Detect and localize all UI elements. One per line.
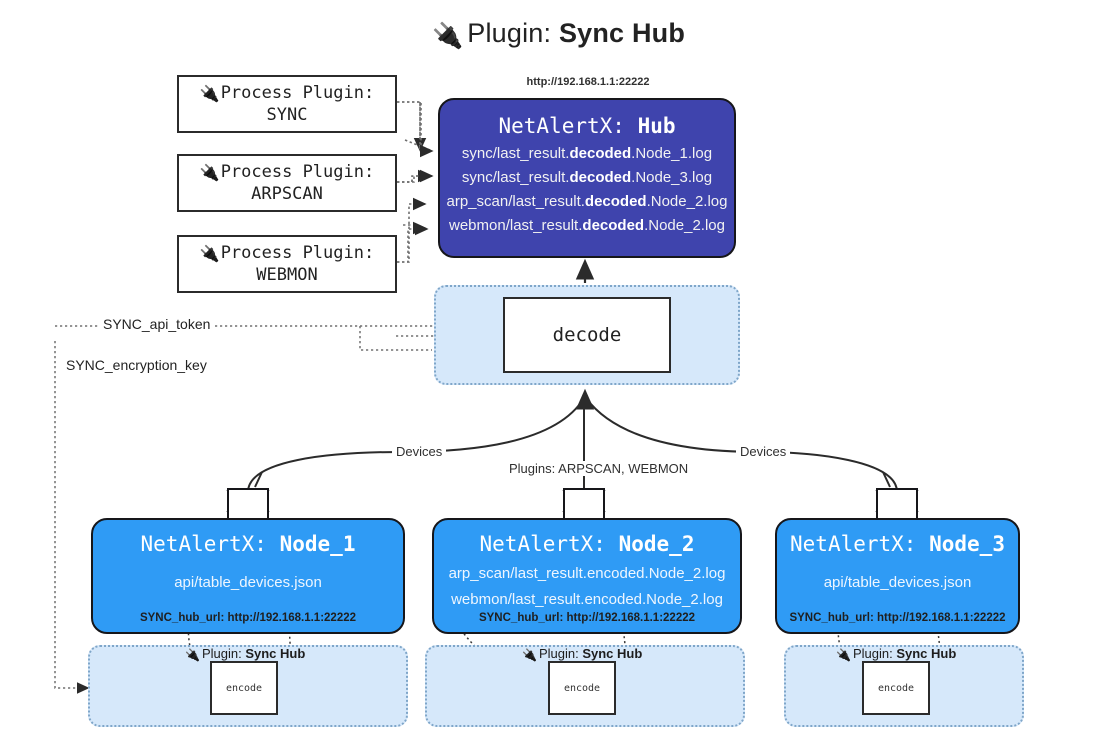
- node-2[interactable]: NetAlertX: Node_2 arp_scan/last_result.e…: [432, 518, 742, 634]
- encode-box-node-2[interactable]: encode: [548, 661, 616, 715]
- node-3[interactable]: NetAlertX: Node_3 api/table_devices.json…: [775, 518, 1020, 634]
- plug-icon: 🔌: [522, 648, 537, 662]
- node-3-hub-url: SYNC_hub_url: http://192.168.1.1:22222: [789, 612, 1006, 624]
- plug-icon: 🔌: [199, 243, 220, 263]
- plugin-label-node-3: 🔌Plugin: Sync Hub: [836, 646, 957, 662]
- hub-logline: sync/last_result.decoded.Node_3.log: [461, 169, 713, 186]
- process-plugin-arpscan-label: 🔌Process Plugin:: [200, 161, 374, 183]
- page-title: 🔌Plugin: Sync Hub: [0, 18, 1117, 51]
- plug-icon: 🔌: [836, 648, 851, 662]
- node-3-title: NetAlertX: Node_3: [790, 532, 1005, 556]
- process-plugin-prefix: Process Plugin:: [220, 82, 375, 103]
- edge-label-plugins: Plugins: ARPSCAN, WEBMON: [505, 461, 693, 476]
- hub-url-label: http://192.168.1.1:22222: [526, 76, 650, 88]
- sync-encryption-key-label: SYNC_encryption_key: [63, 357, 210, 373]
- hub-title-name: Hub: [637, 114, 676, 138]
- hub-title-prefix: NetAlertX:: [498, 114, 625, 138]
- encode-box-node-3[interactable]: encode: [862, 661, 930, 715]
- hub-logline: arp_scan/last_result.decoded.Node_2.log: [446, 193, 728, 210]
- envelope-icon: [563, 488, 605, 520]
- envelope-icon: [876, 488, 918, 520]
- process-plugin-webmon-label: 🔌Process Plugin:: [200, 242, 374, 264]
- plugin-label-node-2: 🔌Plugin: Sync Hub: [522, 646, 643, 662]
- envelope-icon: [227, 488, 269, 520]
- node-2-hub-url: SYNC_hub_url: http://192.168.1.1:22222: [478, 612, 696, 624]
- node-1-hub-url: SYNC_hub_url: http://192.168.1.1:22222: [139, 612, 357, 624]
- hub-node[interactable]: NetAlertX: Hub sync/last_result.decoded.…: [438, 98, 736, 258]
- process-plugin-sync-label: 🔌Process Plugin:: [200, 82, 374, 104]
- process-plugin-arpscan-name: ARPSCAN: [251, 184, 323, 204]
- process-plugin-prefix: Process Plugin:: [220, 161, 375, 182]
- plug-icon: 🔌: [199, 83, 220, 103]
- process-plugin-sync[interactable]: 🔌Process Plugin: SYNC: [177, 75, 397, 133]
- sync-api-token-label: SYNC_api_token: [100, 316, 214, 332]
- process-plugin-webmon-name: WEBMON: [256, 265, 318, 285]
- page-title-name: Sync Hub: [558, 18, 686, 48]
- process-plugin-sync-name: SYNC: [266, 105, 308, 125]
- hub-logline: webmon/last_result.decoded.Node_2.log: [449, 217, 725, 234]
- page-title-prefix: Plugin:: [467, 18, 552, 48]
- node-2-line: webmon/last_result.encoded.Node_2.log: [451, 591, 723, 608]
- node-2-title: NetAlertX: Node_2: [479, 532, 695, 556]
- edge-label-devices-right: Devices: [736, 444, 791, 459]
- node-1-line: api/table_devices.json: [174, 574, 322, 591]
- hub-title: NetAlertX: Hub: [440, 114, 734, 138]
- node-3-line: api/table_devices.json: [823, 574, 972, 591]
- process-plugin-prefix: Process Plugin:: [220, 242, 375, 263]
- process-plugin-arpscan[interactable]: 🔌Process Plugin: ARPSCAN: [177, 154, 397, 212]
- plugin-label-node-1: 🔌Plugin: Sync Hub: [185, 646, 306, 662]
- node-3-name: Node_3: [929, 532, 1005, 556]
- encode-box-node-1[interactable]: encode: [210, 661, 278, 715]
- plug-icon: 🔌: [185, 648, 200, 662]
- edge-label-devices-left: Devices: [392, 444, 447, 459]
- node-1-title: NetAlertX: Node_1: [140, 532, 356, 556]
- node-1[interactable]: NetAlertX: Node_1 api/table_devices.json…: [91, 518, 405, 634]
- plug-icon: 🔌: [431, 22, 464, 50]
- hub-logline: sync/last_result.decoded.Node_1.log: [461, 145, 713, 162]
- plug-icon: 🔌: [199, 162, 220, 182]
- decode-box[interactable]: decode: [503, 297, 671, 373]
- process-plugin-webmon[interactable]: 🔌Process Plugin: WEBMON: [177, 235, 397, 293]
- node-2-name: Node_2: [618, 532, 695, 556]
- node-2-line: arp_scan/last_result.encoded.Node_2.log: [448, 565, 726, 582]
- node-1-name: Node_1: [279, 532, 356, 556]
